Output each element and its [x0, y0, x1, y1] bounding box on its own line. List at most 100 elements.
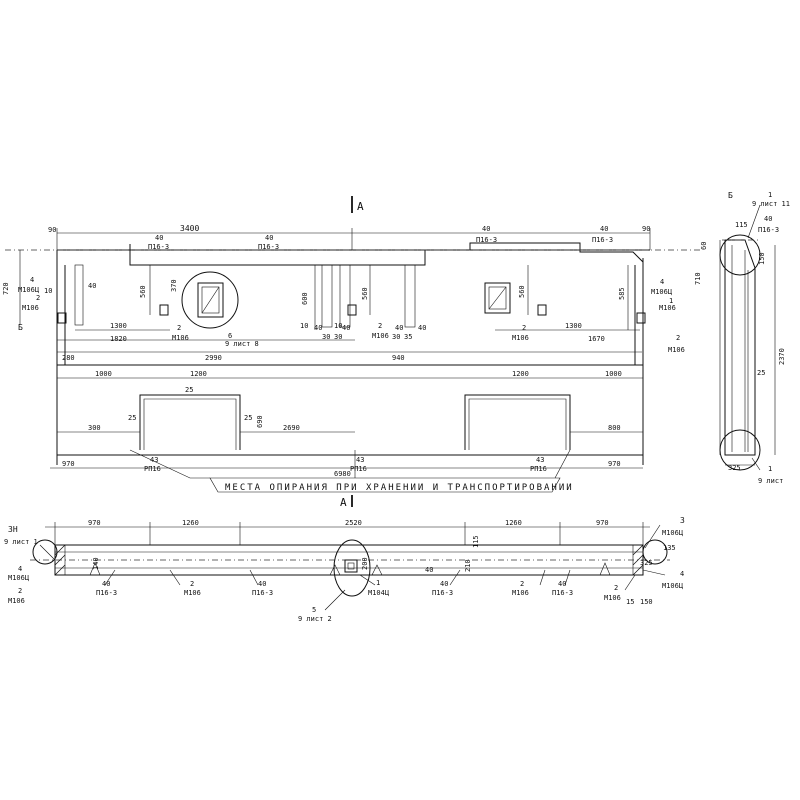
- plan-dim-1260a: 1260: [182, 519, 199, 527]
- lbl-40-left: 40: [88, 282, 96, 290]
- dim-300: 300: [88, 424, 101, 432]
- plan-center-m104c: М104Ц: [368, 589, 390, 597]
- plan-right-135: 135: [663, 544, 676, 552]
- section-mark-a-top: А: [351, 196, 364, 213]
- plan-dim-970b: 970: [596, 519, 609, 527]
- plan-co-p16b: П16-3: [252, 589, 273, 597]
- dim-top-40d: 40: [600, 225, 608, 233]
- dim-win1-370: 370: [170, 279, 178, 292]
- lbl-43c: 43: [536, 456, 544, 464]
- lbl-m106c-left: М106Ц: [18, 286, 40, 294]
- dim-mid-30a: 30: [322, 333, 330, 341]
- plan-co-p16c: П16-3: [432, 589, 453, 597]
- dim-mid-40c: 40: [395, 324, 403, 332]
- dim-1300-right: 1300: [565, 322, 582, 330]
- support-note: МЕСТА ОПИРАНИЯ ПРИ ХРАНЕНИИ И ТРАНСПОРТИ…: [129, 449, 572, 493]
- lbl-row1-m106a: М106: [172, 334, 189, 342]
- sec-b-label-1b: 1: [768, 465, 772, 473]
- dim-690: 690: [256, 415, 264, 428]
- plan-co-2b: 2: [520, 580, 524, 588]
- dim-940: 940: [392, 354, 405, 362]
- dim-970-left: 970: [62, 460, 75, 468]
- section-a-label: А: [357, 200, 364, 213]
- dim-1000-left: 1000: [95, 370, 112, 378]
- sec-b-label-115: 115: [735, 221, 748, 229]
- dim-280: 280: [62, 354, 75, 362]
- plan-co-p16a: П16-3: [96, 589, 117, 597]
- plan-left-4: 4: [18, 565, 22, 573]
- plan-left-2: 2: [18, 587, 22, 595]
- sec-b-label-25: 25: [757, 369, 765, 377]
- plan-co-40c: 40: [440, 580, 448, 588]
- plan-right-150: 150: [640, 598, 653, 606]
- dim-1200-right: 1200: [512, 370, 529, 378]
- panel-elevation: [5, 242, 700, 465]
- lbl-2-left: 2: [36, 294, 40, 302]
- dim-top-p16-c: П16-3: [476, 236, 497, 244]
- plan-right-m106c-b: М106Ц: [662, 582, 684, 590]
- dim-mid-40a: 40: [314, 324, 322, 332]
- sec-b-label-p16: П16-3: [758, 226, 779, 234]
- lbl-row1-m106b: М106: [512, 334, 529, 342]
- sec-b-label-40: 40: [764, 215, 772, 223]
- section-b-view: Б 1 9 лист 11 115 40 П16-3 60 150 710 23…: [694, 191, 790, 485]
- plan-right-15: 15: [626, 598, 634, 606]
- plan-center-40: 40: [425, 566, 433, 574]
- lbl-10-left: 10: [44, 287, 52, 295]
- dim-right-560: 560: [518, 285, 526, 298]
- plan-center-sheet2: 9 лист 2: [298, 615, 332, 623]
- sec-b-label-150: 150: [758, 252, 766, 265]
- lbl-43b: 43: [356, 456, 364, 464]
- dim-mid-10a: 10: [300, 322, 308, 330]
- dim-mid-40d: 40: [418, 324, 426, 332]
- lbl-row1-2a: 2: [177, 324, 181, 332]
- lbl-m106c-right: М106Ц: [651, 288, 673, 296]
- dim-top-40a: 40: [155, 234, 163, 242]
- dim-mid-560: 560: [361, 287, 369, 300]
- plan-center-1: 1: [376, 579, 380, 587]
- sec-b-label-2370: 2370: [778, 348, 786, 365]
- plan-co-40a: 40: [102, 580, 110, 588]
- dim-1820: 1820: [110, 335, 127, 343]
- elevation-labels: 90 3400 40 П16-3 40 П16-3 40 П16-3 40 П1…: [2, 224, 685, 478]
- dim-1000-right: 1000: [605, 370, 622, 378]
- lbl-row1-2b: 2: [522, 324, 526, 332]
- plan-left-m106c: М106Ц: [8, 574, 30, 582]
- plan-co-2a: 2: [190, 580, 194, 588]
- sec-b-label-sheet: 9 лист: [758, 477, 783, 485]
- lbl-m106-right: М106: [659, 304, 676, 312]
- dim-720: 720: [2, 282, 10, 295]
- dim-6980: 6980: [334, 470, 351, 478]
- plan-a-view: [30, 522, 670, 611]
- dim-open-25c: 25: [244, 414, 252, 422]
- plan-co-40d: 40: [558, 580, 566, 588]
- dim-mid-10b: 10: [334, 322, 342, 330]
- dim-1200-left: 1200: [190, 370, 207, 378]
- plan-co-p16d: П16-3: [552, 589, 573, 597]
- dim-1670: 1670: [588, 335, 605, 343]
- lbl-m106-left: М106: [22, 304, 39, 312]
- lbl-rp16b: РП16: [350, 465, 367, 473]
- plan-left-3n: 3Н: [8, 525, 18, 534]
- plan-dim-2520: 2520: [345, 519, 362, 527]
- dim-2690: 2690: [283, 424, 300, 432]
- dim-mid-30c: 30: [392, 333, 400, 341]
- dim-top-90-right: 90: [642, 225, 650, 233]
- sec-b-label-60: 60: [700, 242, 708, 250]
- lbl-mid-2: 2: [378, 322, 382, 330]
- dim-970-right: 970: [608, 460, 621, 468]
- section-mark-a-bottom: А: [340, 495, 353, 509]
- elevation-dimensions: [19, 228, 651, 469]
- sec-b-label-sheet11: 9 лист 11: [752, 200, 790, 208]
- plan-a-labels: 970 1260 2520 1260 970 3Н 9 лист 1 4 М10…: [4, 516, 685, 623]
- dim-top-90-left: 90: [48, 226, 56, 234]
- lbl-rp16a: РП16: [144, 465, 161, 473]
- section-a-label-bottom: А: [340, 496, 347, 509]
- dim-mid-30b: 30: [334, 333, 342, 341]
- dim-3400: 3400: [180, 224, 199, 233]
- dim-open-25a: 25: [185, 386, 193, 394]
- section-b-left: Б: [18, 323, 23, 332]
- lbl-mid-m106: М106: [372, 332, 389, 340]
- plan-right-325: 325: [640, 559, 653, 567]
